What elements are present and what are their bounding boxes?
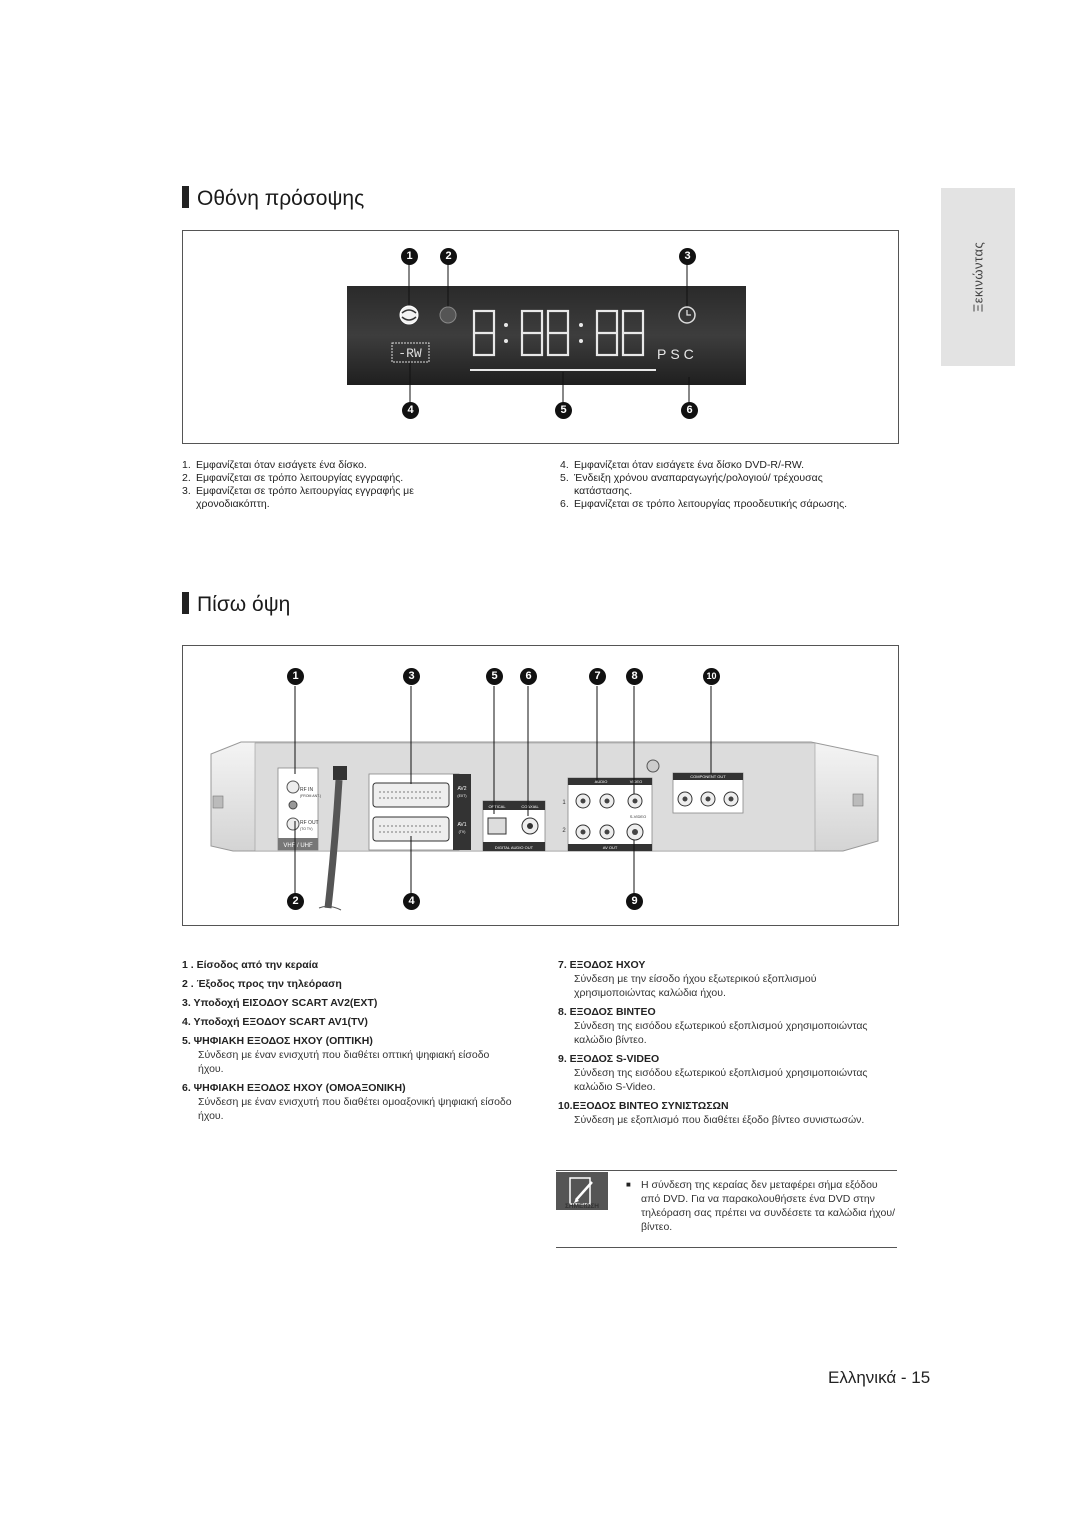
svg-text:S-VIDEO: S-VIDEO (630, 814, 646, 819)
svg-text:RF IN: RF IN (300, 787, 313, 793)
digit-group (472, 309, 645, 357)
svg-text:(EXT): (EXT) (457, 794, 466, 798)
rear-callout-6: 6 (520, 668, 537, 685)
rear-callout-5: 5 (486, 668, 503, 685)
svg-text:RF OUT: RF OUT (300, 820, 319, 826)
list-item: 2.Εμφανίζεται σε τρόπο λειτουργίας εγγρα… (182, 472, 404, 484)
svg-text:COMPONENT OUT: COMPONENT OUT (690, 774, 726, 779)
note-bottom-rule (556, 1247, 897, 1248)
note-top-rule (556, 1170, 897, 1171)
svg-text:AUDIO: AUDIO (595, 779, 608, 784)
front-display-title: Οθόνη πρόσοψης (182, 186, 364, 212)
callout-1: 1 (401, 248, 418, 265)
rear-callout-10: 10 (703, 668, 720, 685)
rear-panel-figure: RF IN (FROM ANT.) RF OUT (TO TV) VHF / U… (210, 686, 879, 911)
list-item: 6.Εμφανίζεται σε τρόπο λειτουργίας προοδ… (560, 498, 848, 510)
front-list-left: 1.Εμφανίζεται όταν εισάγετε ένα δίσκο. 2… (182, 459, 472, 511)
svg-text:DIGITAL AUDIO OUT: DIGITAL AUDIO OUT (495, 845, 534, 850)
scart-av2 (372, 782, 450, 808)
front-display-frame: -RW PSC 1 2 3 4 5 6 (182, 230, 899, 444)
callout-6: 6 (681, 402, 698, 419)
title-bar (182, 592, 189, 615)
list-item: 5.Ένδειξη χρόνου αναπαραγωγής/ρολογιού/ … (560, 472, 823, 497)
callout-3: 3 (679, 248, 696, 265)
rw-text: -RW (398, 346, 422, 361)
svg-text:(TO TV): (TO TV) (300, 827, 313, 831)
front-list-right: 4.Εμφανίζεται όταν εισάγετε ένα δίσκο DV… (560, 459, 860, 511)
lcd-panel (347, 286, 746, 385)
svg-text:2: 2 (562, 828, 566, 834)
timer-icon (678, 306, 696, 324)
svg-text:AV2: AV2 (457, 786, 466, 792)
title-bar (182, 186, 189, 209)
list-item: 2 . Έξοδος προς την τηλεόραση (182, 978, 342, 990)
rear-callout-7: 7 (589, 668, 606, 685)
callout-5: 5 (555, 402, 572, 419)
svg-text:AV1: AV1 (457, 822, 466, 828)
side-tab: Ξεκινώντας (941, 188, 1015, 366)
callout-4: 4 (402, 402, 419, 419)
svg-text:COAXIAL: COAXIAL (521, 804, 539, 809)
list-item: 1.Εμφανίζεται όταν εισάγετε ένα δίσκο. (182, 459, 367, 471)
side-tab-label: Ξεκινώντας (970, 241, 986, 313)
note-bullet: ■ (626, 1180, 631, 1189)
list-item: 6. ΨΗΦΙΑΚΗ ΕΞΟΔΟΣ ΗΧΟΥ (ΟΜΟΑΞΟΝΙΚΗ)Σύνδε… (182, 1082, 512, 1122)
svg-text:(FROM ANT.): (FROM ANT.) (300, 794, 321, 798)
rear-callout-2: 2 (287, 893, 304, 910)
note-icon-box (556, 1172, 608, 1210)
rf-block (277, 767, 319, 851)
psc-text: PSC (657, 346, 698, 362)
page-number: Ελληνικά - 15 (828, 1368, 931, 1387)
svg-text:1: 1 (562, 800, 566, 806)
rear-title-text: Πίσω όψη (197, 593, 291, 616)
svg-text:OPTICAL: OPTICAL (488, 804, 506, 809)
rec-indicator (439, 306, 457, 324)
front-title-text: Οθόνη πρόσοψης (197, 187, 365, 210)
svg-text:(TV): (TV) (459, 830, 466, 834)
note-label: ΣΗΜΕΙΩΣΗ (565, 1203, 599, 1210)
rear-callout-3: 3 (403, 668, 420, 685)
list-item: 5. ΨΗΦΙΑΚΗ ΕΞΟΔΟΣ ΗΧΟΥ (ΟΠΤΙΚΗ)Σύνδεση μ… (182, 1035, 490, 1075)
pencil-icon (569, 1177, 593, 1205)
rear-panel-frame: RF IN (FROM ANT.) RF OUT (TO TV) VHF / U… (182, 645, 899, 926)
note-text: Η σύνδεση της κεραίας δεν μεταφέρει σήμα… (641, 1179, 895, 1233)
disc-icon (399, 305, 419, 325)
list-item: 3. Υποδοχή ΕΙΣΟΔΟΥ SCART AV2(EXT) (182, 997, 378, 1009)
rear-callout-1: 1 (287, 668, 304, 685)
rw-box (391, 342, 430, 363)
rear-callout-8: 8 (626, 668, 643, 685)
rear-list-left: 1 . Είσοδος από την κεραία 2 . Έξοδος πρ… (182, 958, 512, 1128)
rear-callout-9: 9 (626, 893, 643, 910)
rear-callout-4: 4 (403, 893, 420, 910)
svg-text:VHF / UHF: VHF / UHF (283, 843, 313, 849)
rear-panel-title: Πίσω όψη (182, 592, 290, 618)
front-display-figure: -RW PSC (347, 264, 746, 403)
callout-2: 2 (440, 248, 457, 265)
list-item: 4.Εμφανίζεται όταν εισάγετε ένα δίσκο DV… (560, 459, 805, 471)
list-item: 3.Εμφανίζεται σε τρόπο λειτουργίας εγγρα… (182, 485, 414, 510)
list-item: 1 . Είσοδος από την κεραία (182, 959, 319, 971)
svg-text:AV OUT: AV OUT (603, 845, 618, 850)
list-item: 4. Υποδοχή ΕΞΟΔΟΥ SCART AV1(TV) (182, 1016, 368, 1028)
svg-text:VIDEO: VIDEO (630, 779, 642, 784)
